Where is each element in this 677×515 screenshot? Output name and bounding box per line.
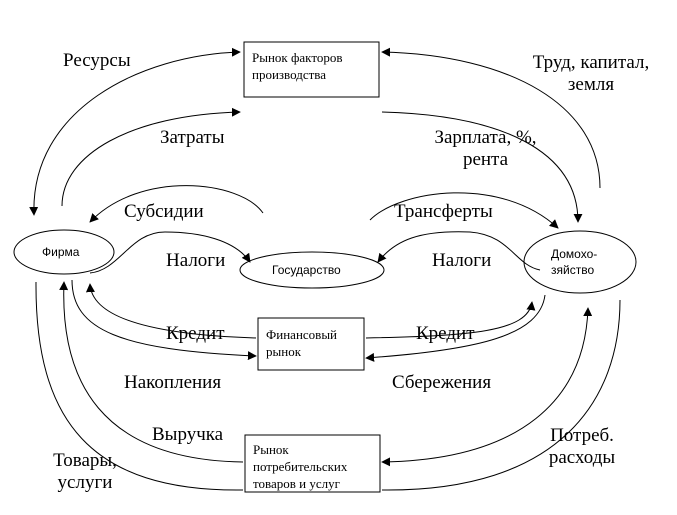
resources-arrow xyxy=(29,47,241,216)
consumer-spending-arrow xyxy=(381,307,593,467)
taxes-household-arrow xyxy=(377,231,541,271)
consumer-spending-label: Потреб. расходы xyxy=(548,425,616,468)
transfers-label: Трансферты xyxy=(394,201,493,222)
wages-label: Зарплата, %, рента xyxy=(434,127,537,170)
firm-node-shape xyxy=(13,229,115,275)
credit-firm-arrow xyxy=(85,283,257,339)
financial-market-label: Финансовый рынок xyxy=(266,327,338,359)
state-node-shape xyxy=(239,251,385,289)
subsidies-arrow xyxy=(89,185,264,223)
accumulation-label: Накопления xyxy=(124,372,222,393)
wages-arrow xyxy=(381,111,583,223)
labor-capital-land-label: Труд, капитал, земля xyxy=(532,52,650,95)
taxes-firm-label: Налоги xyxy=(166,250,226,271)
credit-household-label: Кредит xyxy=(416,323,475,344)
goods-market-label: Рынок потребительских товаров и услуг xyxy=(253,442,348,491)
factor-market-label: Рынок факторов производства xyxy=(252,50,343,82)
revenue-arrow xyxy=(59,281,244,463)
goods-market-box xyxy=(244,434,381,493)
household-label: Домохо- зяйство xyxy=(551,247,598,277)
firm-label: Фирма xyxy=(42,245,80,259)
transfers-arrow xyxy=(369,192,559,229)
costs-arrow xyxy=(61,107,241,207)
factor-market-box xyxy=(243,41,380,98)
subsidies-label: Субсидии xyxy=(124,201,204,222)
credit-firm-label: Кредит xyxy=(166,323,225,344)
goods-services-label: Товары, услуги xyxy=(53,450,117,493)
labor-capital-land-arrow xyxy=(381,47,601,189)
revenue-label: Выручка xyxy=(152,424,224,445)
accumulation-arrow xyxy=(71,279,257,361)
goods-services-household-line xyxy=(381,299,621,491)
taxes-household-label: Налоги xyxy=(432,250,492,271)
savings-label: Сбережения xyxy=(392,372,492,393)
costs-label: Затраты xyxy=(160,127,225,148)
taxes-firm-arrow xyxy=(89,231,251,274)
financial-market-box xyxy=(257,317,365,371)
goods-services-line xyxy=(35,281,244,491)
resources-label: Ресурсы xyxy=(63,50,131,71)
state-label: Государство xyxy=(272,263,341,277)
